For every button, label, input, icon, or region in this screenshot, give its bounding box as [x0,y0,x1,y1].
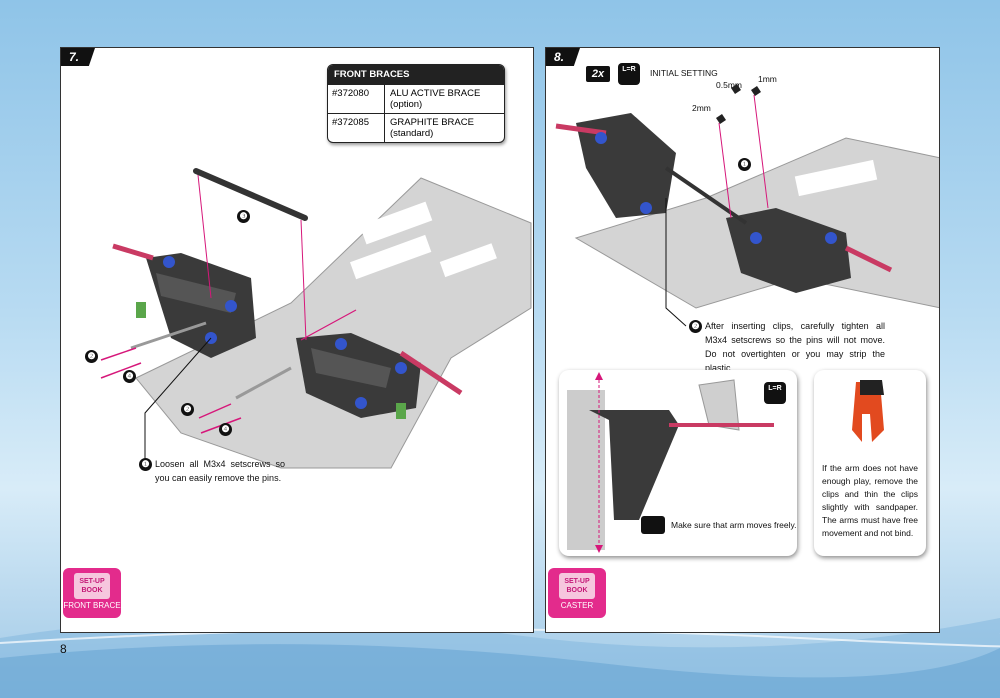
quantity-badge: 2x [586,66,610,82]
step-7-number: 7. [61,48,95,66]
setup-book-label: CASTER [560,601,594,610]
arm-movement-box: L=R Make sure that arm moves freely. [559,370,797,556]
page-number: 8 [60,642,67,656]
clip-size-label: 1mm [758,74,777,84]
callout-2: ❷ [181,403,194,416]
part-description: ALU ACTIVE BRACE (option) [390,88,481,110]
arm-box-caption: Make sure that arm moves freely. [671,520,797,530]
part-description: GRAPHITE BRACE (standard) [390,117,474,139]
initial-setting-label: INITIAL SETTING [650,68,718,78]
step-8-note: After inserting clips, carefully tighten… [705,321,885,373]
step-8-panel: 8. 2x L=R INITIAL SETTING 0.5mm 1mm 2mm … [545,47,940,633]
clip-size-label: 2mm [692,103,711,113]
setup-book-label: FRONT BRACE [63,601,121,610]
setup-book-icon: SET-UP BOOK [559,573,595,599]
parts-table-title: FRONT BRACES [328,65,504,84]
setup-book-front-brace: SET-UP BOOK FRONT BRACE [63,568,121,618]
part-number: #372085 [328,114,385,142]
clip-adjust-box: If the arm does not have enough play, re… [814,370,926,556]
background-wave [0,616,1000,698]
pin-direction-icon [641,516,665,534]
callout-4: ❹ [123,370,136,383]
lr-icon: L=R [764,382,786,404]
note-badge-1: ❶ [139,458,152,471]
step-7-panel: 7. FRONT BRACES #372080 ALU ACTIVE BRACE… [60,47,534,633]
note-badge-2: ❷ [689,320,702,333]
part-number: #372080 [328,85,385,113]
clip-box-caption: If the arm does not have enough play, re… [822,463,918,538]
arm-movement-illustration [567,372,774,553]
callout-2: ❷ [85,350,98,363]
parts-table-row: #372085 GRAPHITE BRACE (standard) [328,113,504,142]
clip-icon [852,380,884,442]
step-8-number: 8. [546,48,580,66]
front-braces-table: FRONT BRACES #372080 ALU ACTIVE BRACE (o… [327,64,505,143]
parts-table-row: #372080 ALU ACTIVE BRACE (option) [328,84,504,113]
callout-1: ❶ [738,158,751,171]
step-7-note: Loosen all M3x4 setscrews so you can eas… [155,459,285,483]
caster-clip-illustration [555,84,939,327]
lr-icon: L=R [618,63,640,85]
callout-4: ❹ [219,423,232,436]
setup-book-caster: SET-UP BOOK CASTER [548,568,606,618]
callout-3: ❸ [237,210,250,223]
setup-book-icon: SET-UP BOOK [74,573,110,599]
front-brace-assembly-illustration [100,168,532,469]
clip-size-label: 0.5mm [716,80,742,90]
